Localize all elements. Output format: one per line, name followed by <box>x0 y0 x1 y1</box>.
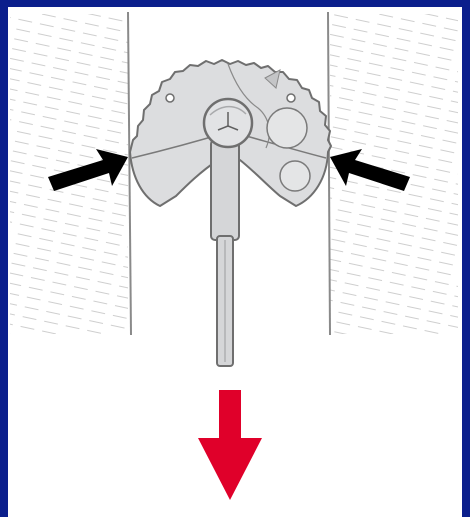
left-bore-wall <box>128 12 131 335</box>
pull-rod <box>211 140 239 366</box>
ball-joint <box>204 99 252 147</box>
pull-down-arrow-icon <box>198 390 262 500</box>
right-bore-wall <box>328 12 330 335</box>
